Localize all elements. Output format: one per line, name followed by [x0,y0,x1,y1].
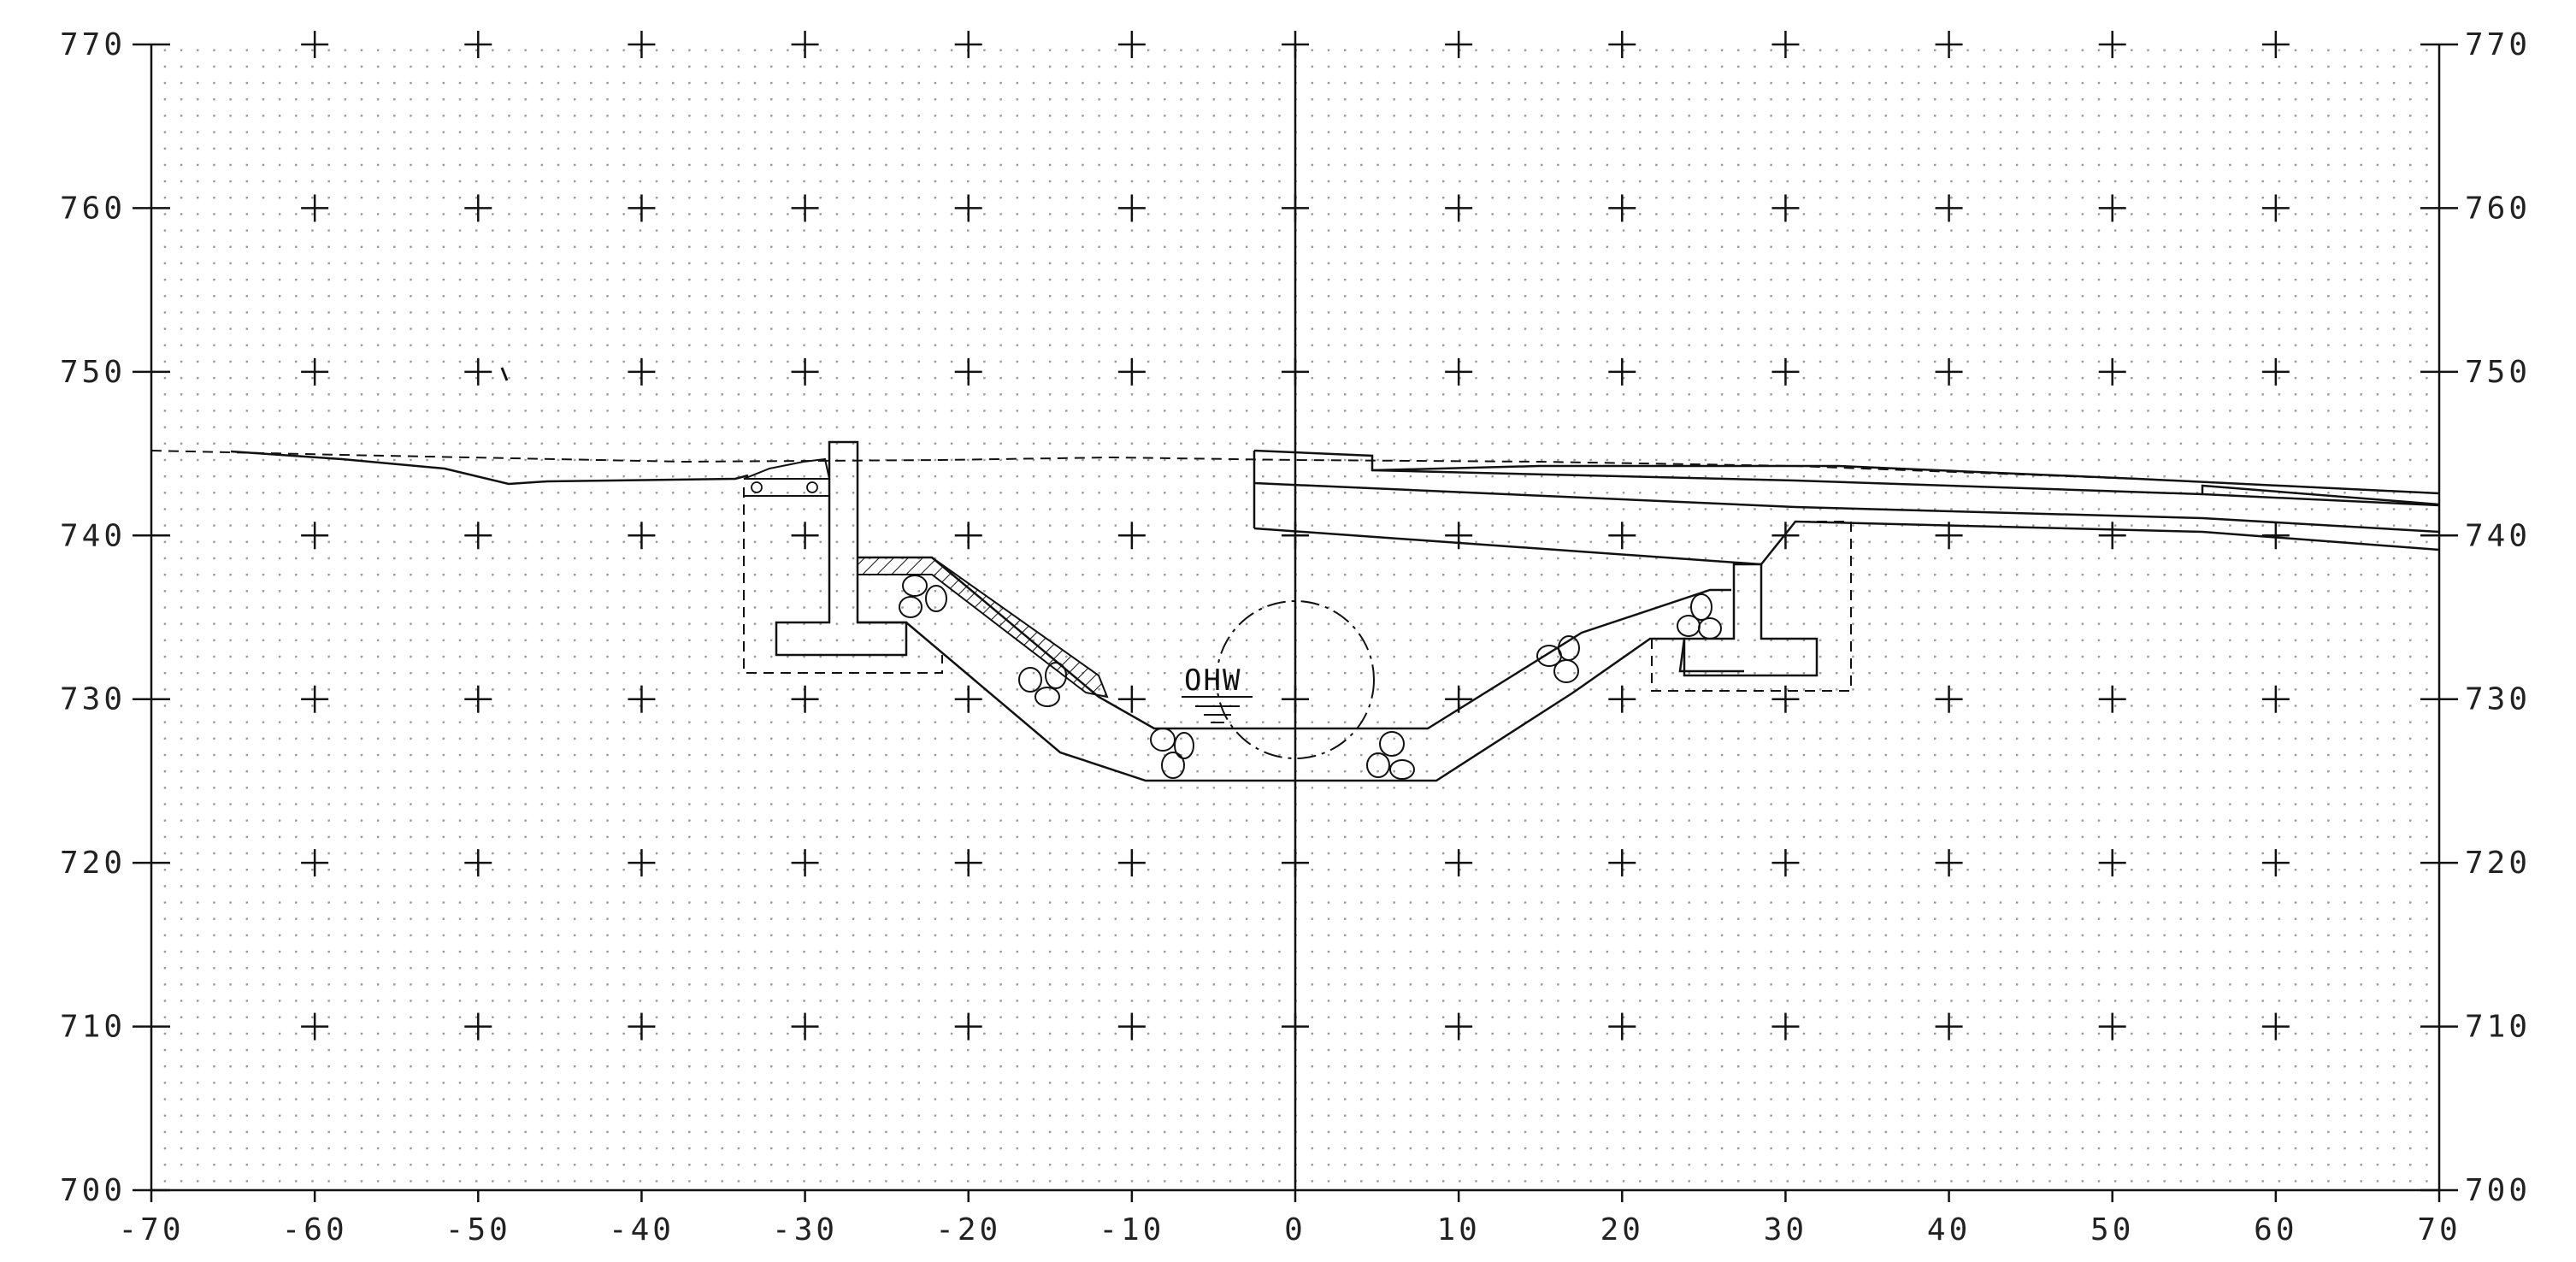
riprap-boulder [1018,667,1042,693]
x-tick-label: 60 [2254,1212,2297,1247]
channel-outer-boundary [858,621,1744,782]
y-tick-label-left: 740 [60,518,126,553]
right-abutment-wall [1683,563,1819,677]
x-tick-labels: -70 -60 -50 -40 -30 -20 -10 0 10 20 30 40 50 60 70 [118,1212,2461,1247]
y-tick-label-right: 730 [2465,682,2531,717]
riprap-boulder [1035,687,1060,707]
ohw-label: OHW [1184,663,1241,698]
y-tick-label-right: 760 [2465,191,2531,226]
x-tick-label: 10 [1436,1212,1480,1247]
y-tick-label-left: 770 [60,27,126,62]
x-tick-label: -10 [1099,1212,1164,1247]
deck-layer-2 [1253,481,2440,534]
right-excavation-dashed-outline [1651,521,1852,692]
y-tick-label-left: 710 [60,1010,126,1045]
deck-right-notch [2201,484,2440,506]
left-excavation-dashed-outline [743,487,943,674]
axis-ticks [133,43,2458,1202]
right-deck-layers [1253,449,2440,566]
riprap-boulder [1553,659,1579,683]
y-tick-label-right: 770 [2465,27,2531,62]
x-tick-label: -70 [118,1212,184,1247]
y-tick-label-right: 750 [2465,355,2531,390]
y-tick-label-right: 740 [2465,518,2531,553]
riprap-boulder [902,575,928,597]
riprap-boulder [1150,728,1176,752]
x-tick-label: -20 [935,1212,1001,1247]
ohw-marker: OHW [1182,663,1253,723]
riprap-boulder [1366,752,1390,778]
x-tick-label: 40 [1927,1212,1971,1247]
x-tick-label: 70 [2417,1212,2461,1247]
dash-dot-circle [1216,600,1375,759]
stray-mark [500,367,509,381]
x-tick-label: 20 [1600,1212,1644,1247]
riprap-boulder [1690,593,1712,621]
x-tick-label: 0 [1284,1212,1306,1247]
left-retaining-wall [775,440,908,657]
y-tick-label-right: 720 [2465,846,2531,881]
riprap-boulder [1045,662,1067,689]
x-tick-label: -30 [772,1212,838,1247]
y-tick-labels-left: 700 710 720 730 740 750 760 770 [60,27,126,1208]
x-tick-label: 30 [1764,1212,1807,1247]
riprap-boulder [1161,752,1185,779]
left-slope-hatched-revetment [857,557,1109,699]
left-wall-top-fill [743,457,831,497]
riprap-boulder [1389,759,1415,780]
left-wall-pebble [806,481,818,493]
riprap-boulders [899,575,1722,780]
y-tick-label-left: 760 [60,191,126,226]
y-tick-label-left: 700 [60,1173,126,1208]
y-tick-label-left: 750 [60,355,126,390]
left-terrain-surface [230,450,749,486]
riprap-boulder [899,596,923,618]
y-tick-label-left: 720 [60,846,126,881]
y-tick-label-left: 730 [60,682,126,717]
riprap-boulder [1174,732,1194,759]
x-tick-label: 50 [2090,1212,2134,1247]
deck-layer-3 [1253,520,2440,566]
deck-layer-1 [1371,469,2440,507]
deck-upper-surface [1253,449,2440,495]
y-tick-label-right: 700 [2465,1173,2531,1208]
x-tick-label: -40 [609,1212,675,1247]
grid-crosses [301,31,2290,1041]
left-wall-pebble [751,481,763,493]
x-tick-label: -60 [282,1212,348,1247]
x-tick-label: -50 [445,1212,511,1247]
y-tick-label-right: 710 [2465,1010,2531,1045]
riprap-boulder [1379,731,1405,757]
riprap-boulder [925,585,947,612]
y-tick-labels-right: 700 710 720 730 740 750 760 770 [2465,27,2531,1208]
